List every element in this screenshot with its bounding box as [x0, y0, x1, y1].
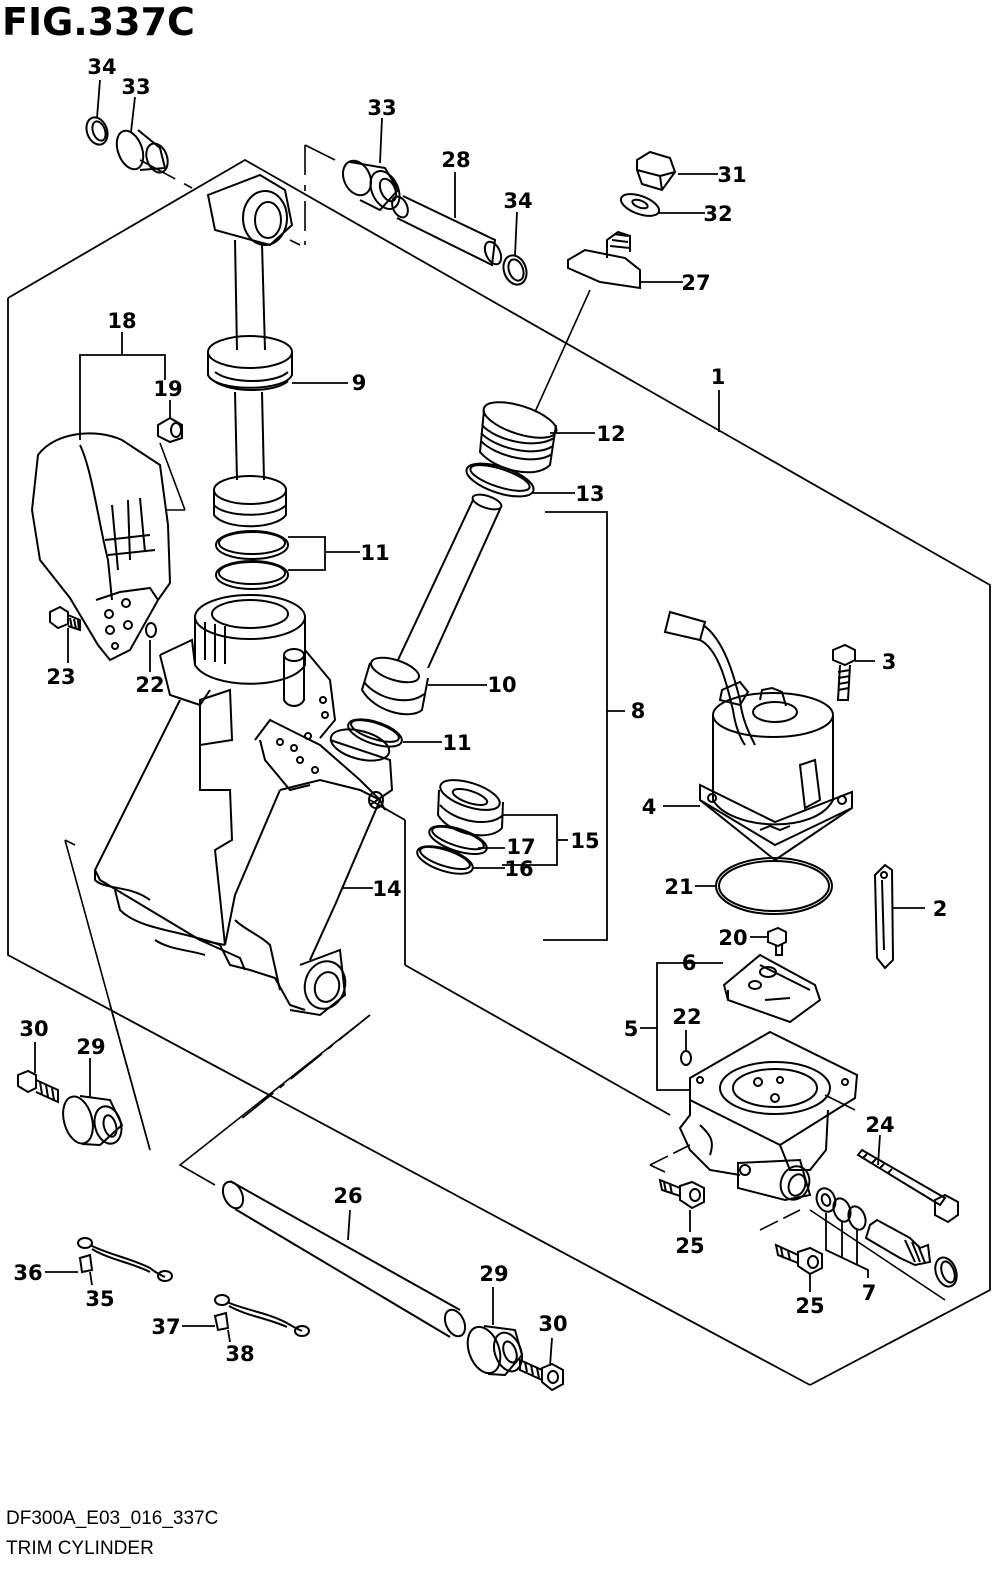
oring-22-left: [145, 622, 157, 638]
tube-10: [360, 493, 503, 716]
oring-16: [416, 845, 474, 875]
bushing-33-top: [341, 159, 401, 212]
callout-4: 4: [642, 795, 657, 819]
callout-18: 18: [107, 309, 136, 333]
callout-30: 30: [538, 1312, 567, 1336]
callout-19: 19: [153, 377, 182, 401]
callout-5: 5: [624, 1017, 639, 1041]
cover-18: [30, 432, 172, 662]
callout-22: 22: [135, 673, 164, 697]
callout-2: 2: [933, 897, 948, 921]
figure-title: FIG.337C: [2, 0, 195, 44]
callout-13: 13: [575, 482, 604, 506]
callout-34: 34: [87, 55, 116, 79]
bushing-29-right: [466, 1325, 524, 1377]
callout-labels: 34 33 33 28 34 31 32 27 1 18 19 9 12 13 …: [13, 55, 947, 1366]
screw-20: [767, 926, 787, 956]
pin-28: [391, 195, 503, 267]
callout-32: 32: [703, 202, 732, 226]
clamp-2: [873, 863, 895, 970]
drawing-code: DF300A_E03_016_337C: [6, 1508, 219, 1529]
callout-23: 23: [46, 665, 75, 689]
bolt-25-lower: [774, 1243, 823, 1276]
ground-wire-35: [77, 1237, 173, 1282]
callout-8: 8: [631, 699, 646, 723]
valve-7: [815, 1187, 958, 1288]
callout-9: 9: [352, 371, 367, 395]
callout-6: 6: [682, 951, 697, 975]
bushing-33-top-left: [115, 129, 169, 174]
circlip-34-top-left: [85, 116, 109, 146]
callout-3: 3: [882, 650, 897, 674]
figure-caption: TRIM CYLINDER: [6, 1538, 154, 1559]
callout-29: 29: [479, 1262, 508, 1286]
bolt-30-left: [17, 1069, 59, 1104]
callout-17: 17: [506, 835, 535, 859]
cap-12: [478, 401, 558, 474]
callout-33: 33: [367, 96, 396, 120]
circlip-34-top: [502, 254, 528, 286]
callout-25: 25: [795, 1294, 824, 1318]
callout-35: 35: [85, 1287, 114, 1311]
callout-24: 24: [865, 1113, 894, 1137]
callout-14: 14: [372, 877, 401, 901]
callout-31: 31: [717, 163, 746, 187]
callout-28: 28: [441, 148, 470, 172]
motor-4: [663, 610, 853, 862]
screw-19: [157, 416, 183, 444]
callout-20: 20: [718, 926, 747, 950]
construction-lines: [64, 144, 946, 1301]
callout-11: 11: [442, 731, 471, 755]
bolt-3: [832, 643, 856, 701]
oring-13: [465, 462, 535, 498]
callout-22: 22: [672, 1005, 701, 1029]
rod-9: [206, 173, 294, 528]
shaft-26: [221, 1180, 467, 1338]
callout-11: 11: [360, 541, 389, 565]
bolt-23: [49, 605, 81, 632]
cylinder-body-14: [93, 594, 394, 1017]
callout-15: 15: [570, 829, 599, 853]
bushing-29-left: [62, 1095, 124, 1147]
callout-12: 12: [596, 422, 625, 446]
callout-26: 26: [333, 1184, 362, 1208]
callout-21: 21: [664, 875, 693, 899]
washer-32: [619, 193, 661, 217]
bracket-27: [567, 230, 641, 290]
callout-33: 33: [121, 75, 150, 99]
callout-36: 36: [13, 1261, 42, 1285]
oring-17: [428, 825, 488, 855]
assembly-outline: [7, 158, 991, 1386]
callout-27: 27: [681, 271, 710, 295]
ground-wire-38: [213, 1294, 310, 1337]
leader-lines: [34, 79, 925, 1367]
oring-22-right: [680, 1050, 692, 1066]
callout-25: 25: [675, 1234, 704, 1258]
oring-11-upper: [215, 530, 289, 590]
callout-1: 1: [711, 365, 726, 389]
pump-body-5: [678, 1030, 859, 1202]
callout-38: 38: [225, 1342, 254, 1366]
nut-31: [636, 150, 677, 192]
callout-30: 30: [19, 1017, 48, 1041]
oring-11-lower: [347, 718, 403, 748]
callout-37: 37: [151, 1315, 180, 1339]
oring-21: [715, 857, 833, 915]
callout-16: 16: [504, 857, 533, 881]
callout-34: 34: [503, 189, 532, 213]
bolt-24: [856, 1148, 959, 1224]
bolt-25-upper: [658, 1178, 705, 1210]
callout-29: 29: [76, 1035, 105, 1059]
plate-6: [722, 953, 822, 1024]
callout-7: 7: [862, 1281, 877, 1305]
callout-10: 10: [487, 673, 516, 697]
bolt-30-right: [519, 1358, 564, 1392]
